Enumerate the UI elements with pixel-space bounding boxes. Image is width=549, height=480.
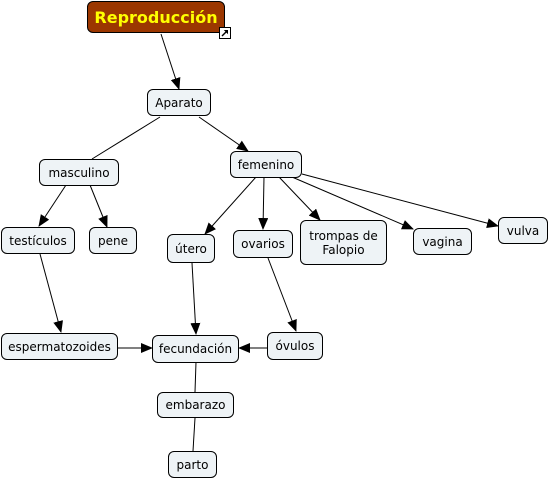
edge-ovarios-ovulos <box>267 257 297 332</box>
node-femenino[interactable]: femenino <box>230 151 302 178</box>
edge-masculino-testiculos <box>38 184 67 227</box>
root-title: Reproducción <box>94 7 218 27</box>
node-vagina[interactable]: vagina <box>413 228 472 255</box>
edge-testiculos-espermatozoides <box>39 253 63 333</box>
node-aparato[interactable]: Aparato <box>147 89 211 116</box>
edge-femenino-vagina <box>291 176 414 230</box>
edge-masculino-pene <box>89 184 108 228</box>
node-testiculos[interactable]: testículos <box>1 227 75 254</box>
edge-femenino-vulva <box>301 173 499 229</box>
node-pene[interactable]: pene <box>89 227 137 254</box>
node-utero[interactable]: útero <box>167 234 215 263</box>
node-masculino[interactable]: masculino <box>39 159 119 186</box>
node-espermatozoides[interactable]: espermatozoides <box>1 333 118 360</box>
edge-aparato-masculino <box>91 116 161 160</box>
node-ovarios[interactable]: ovarios <box>233 230 293 258</box>
node-trompas-de-falopio[interactable]: trompas de Falopio <box>300 220 387 265</box>
edge-femenino-ovarios <box>258 176 269 230</box>
edge-fecundacion-embarazo <box>194 361 197 393</box>
edge-embarazo-parto <box>192 417 196 452</box>
node-parto[interactable]: parto <box>168 451 217 478</box>
edge-reproduccion-aparato <box>160 33 181 90</box>
node-vulva[interactable]: vulva <box>498 217 548 244</box>
edge-utero-fecundacion <box>190 262 201 335</box>
edge-femenino-trompas <box>278 176 321 221</box>
node-fecundacion[interactable]: fecundación <box>152 335 239 363</box>
node-ovulos[interactable]: óvulos <box>267 332 323 360</box>
root-node-reproduccion[interactable]: Reproducción <box>87 1 225 33</box>
shortcut-arrow-icon[interactable] <box>219 27 231 39</box>
edge-femenino-utero <box>204 176 257 235</box>
edge-aparato-femenino <box>198 116 249 152</box>
node-embarazo[interactable]: embarazo <box>157 392 234 418</box>
